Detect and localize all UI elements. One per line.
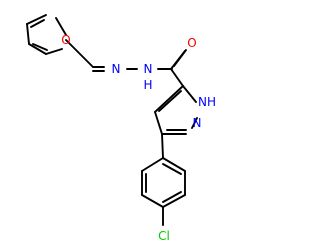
hydrazide-h-label: H xyxy=(143,78,152,92)
phenyl-ring xyxy=(141,157,186,208)
molecule-diagram: O N N H O NH N Cl xyxy=(26,14,216,243)
furan-oxygen-label: O xyxy=(61,33,70,47)
hydrazide-nitrogen-label: N xyxy=(144,62,153,76)
amide-group xyxy=(157,49,187,87)
structure-svg: O N N H O NH N Cl xyxy=(26,14,216,243)
pyrazole-n-label: N xyxy=(193,116,202,130)
pyrazole-ring xyxy=(154,85,198,135)
carbonyl-oxygen-label: O xyxy=(187,36,196,50)
aryl-bond xyxy=(161,133,164,159)
imine-linker xyxy=(65,39,138,72)
pyrazole-nh-label: NH xyxy=(198,95,216,109)
chlorine-label: Cl xyxy=(158,229,170,243)
furan-ring xyxy=(26,14,67,55)
imine-nitrogen-label: N xyxy=(112,62,121,76)
